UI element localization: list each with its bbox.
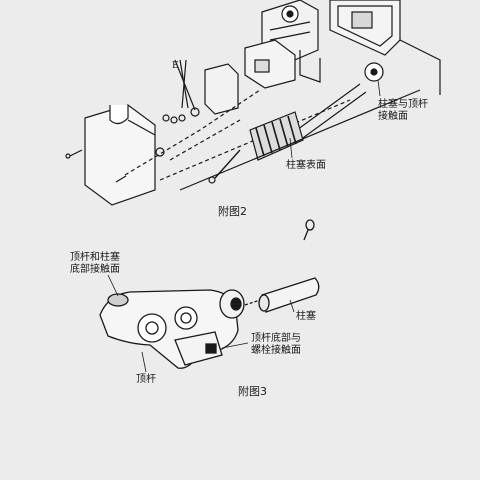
label-plunger: 柱塞 [296, 311, 316, 322]
label-pushrod: 顶杆 [136, 374, 156, 385]
left-bracket [204, 63, 239, 115]
label-line-1: 顶杆底部与 [251, 333, 301, 344]
label-plunger-pushrod-contact: 柱塞与顶杆 接触面 [378, 99, 428, 123]
label-plunger-surface: 柱塞表面 [286, 160, 326, 171]
label-line-1: 顶杆和柱塞 [70, 252, 120, 263]
figure2-caption: 附图2 [218, 205, 247, 218]
svg-text:E: E [172, 61, 179, 71]
plunger-shaft [289, 83, 367, 144]
figure3-caption: 附图3 [238, 385, 267, 398]
label-pushrod-plunger-bottom-contact: 顶杆和柱塞 底部接触面 [70, 252, 120, 276]
label-line-2: 螺栓接触面 [251, 345, 301, 356]
label-pushrod-bolt-contact: 顶杆底部与 螺栓接触面 [251, 333, 301, 357]
label-line-2: 接触面 [378, 111, 408, 122]
label-line-2: 底部接触面 [70, 264, 120, 275]
middle-bracket [244, 39, 296, 89]
label-line-1: 柱塞与顶杆 [378, 99, 428, 110]
